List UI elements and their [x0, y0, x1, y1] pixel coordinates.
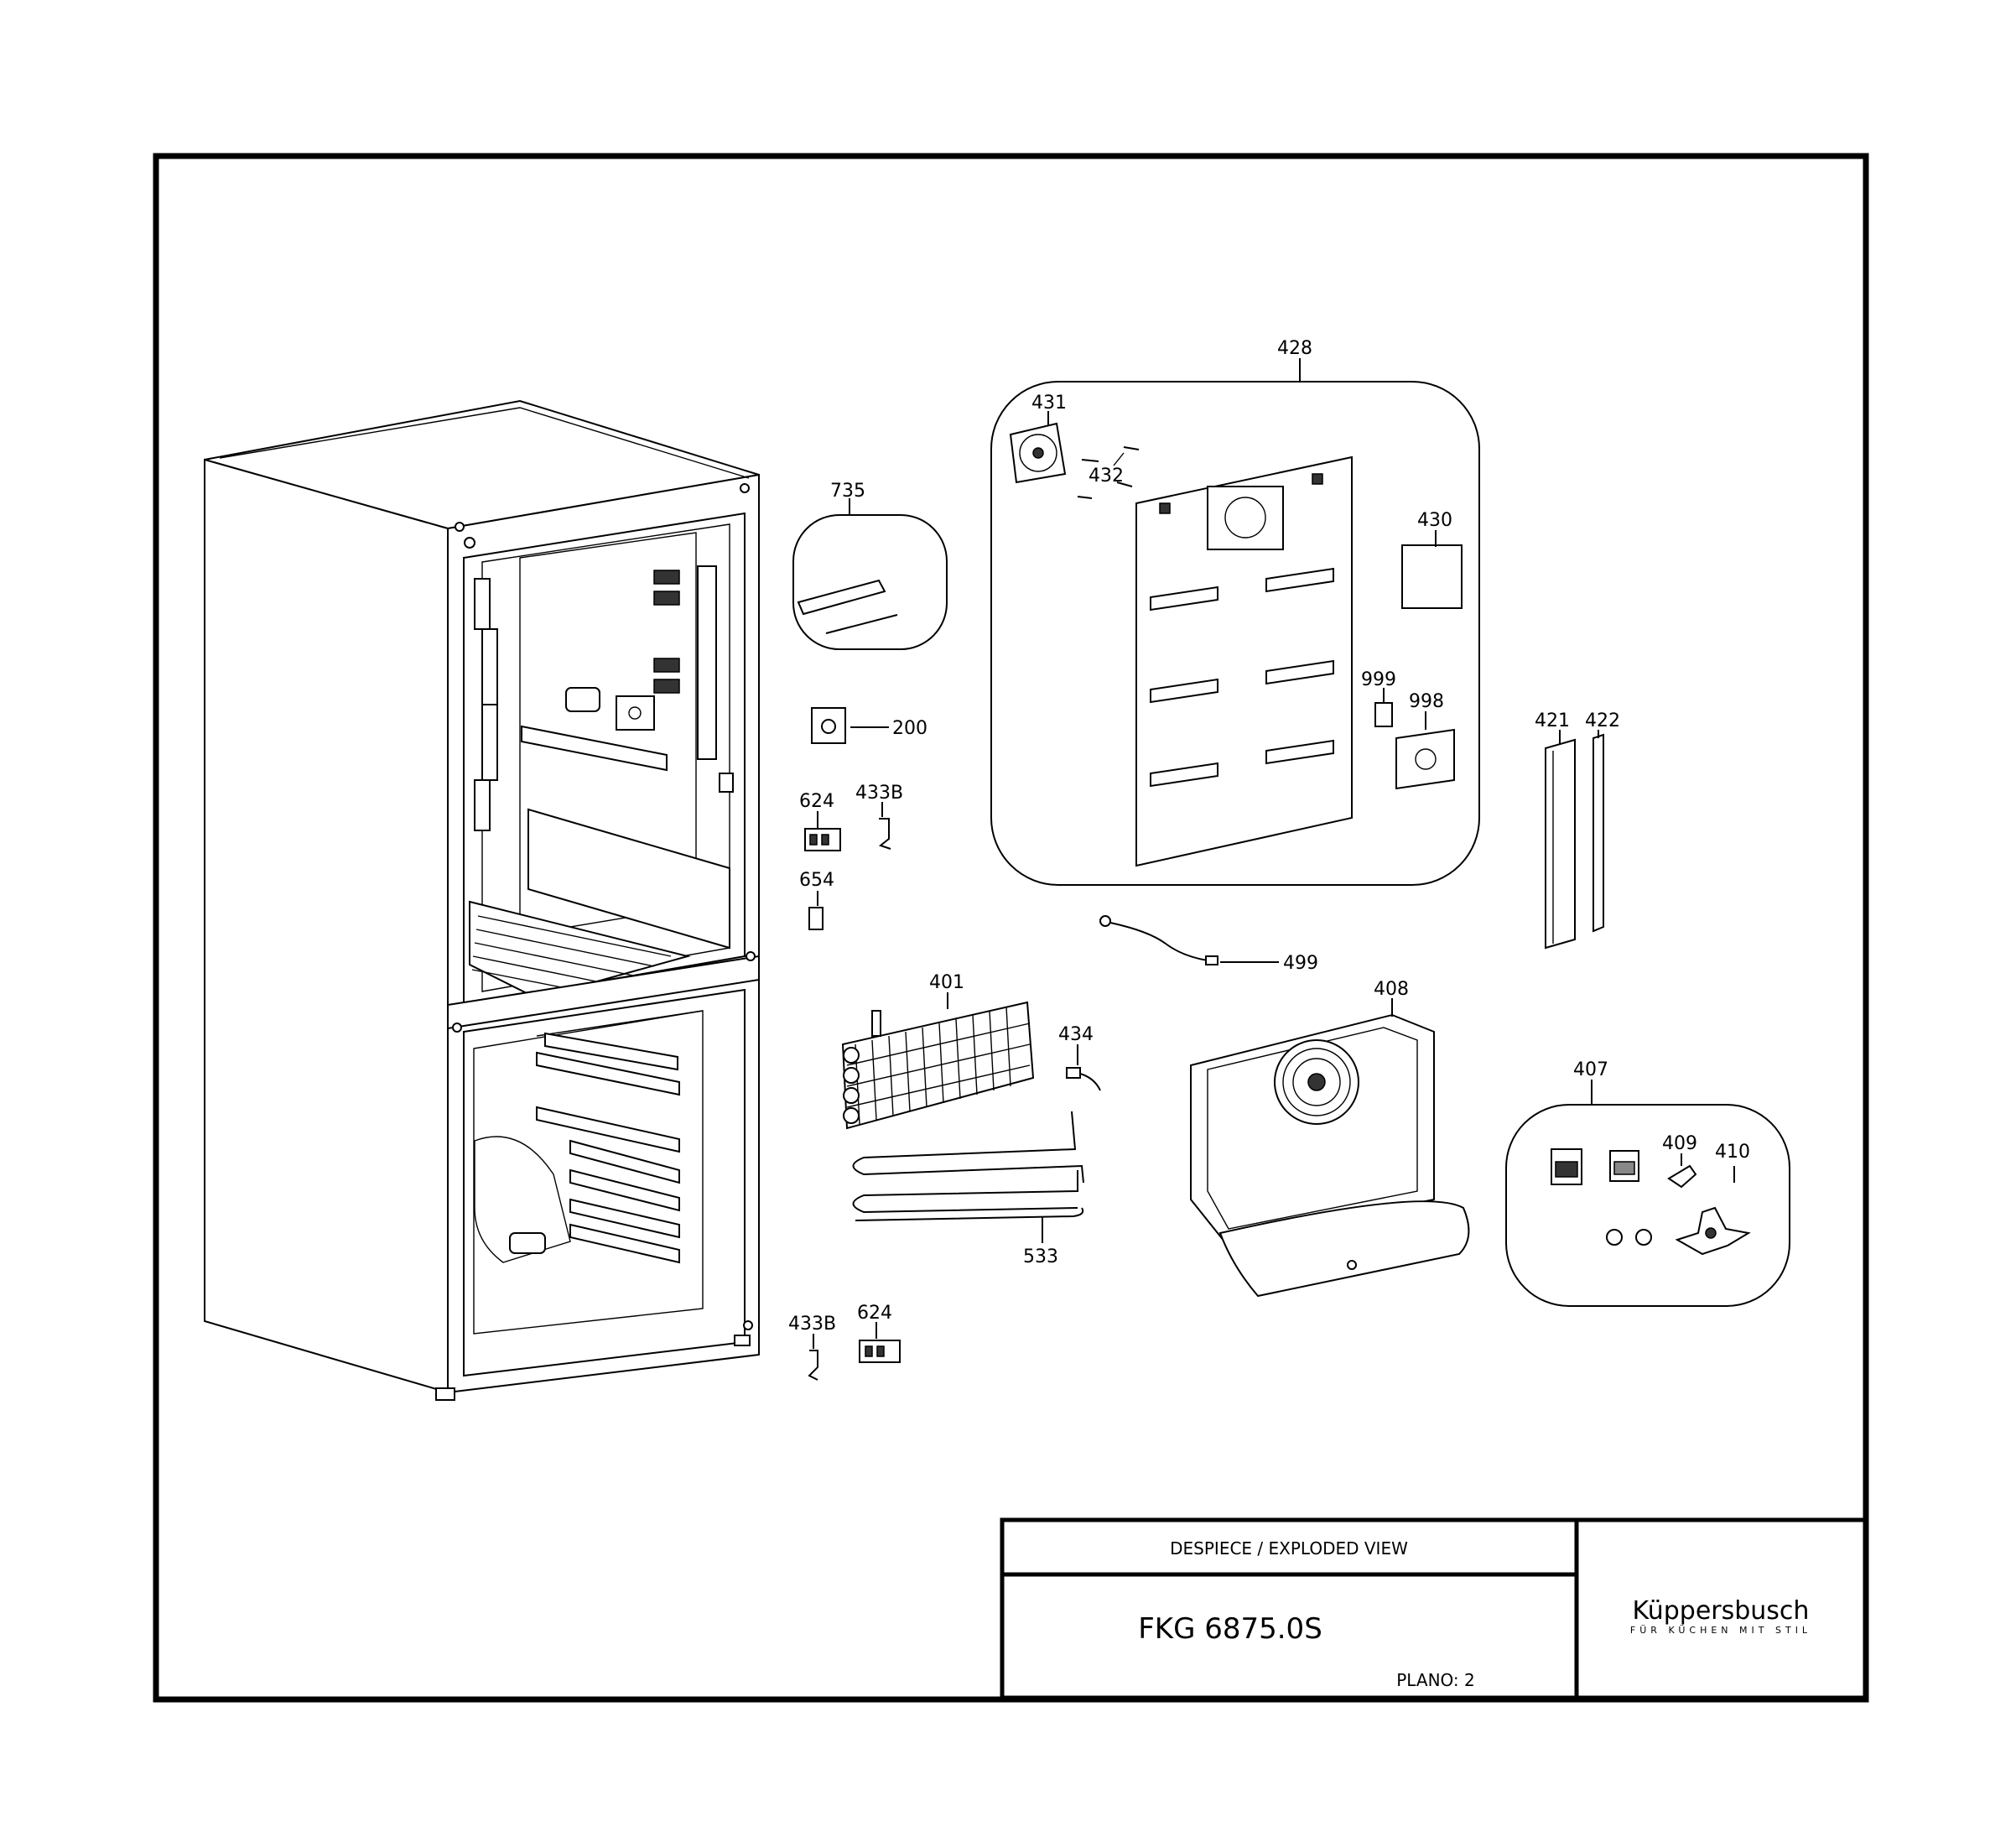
callout-407: 407	[1573, 1059, 1608, 1080]
callout-433b-upper: 433B	[855, 783, 903, 804]
callout-431: 431	[1031, 393, 1067, 414]
cable-499: 499	[1099, 915, 1318, 974]
callout-433b-lower: 433B	[788, 1314, 836, 1335]
callout-421: 421	[1535, 710, 1570, 731]
fan-housing-408: 408	[1190, 979, 1470, 1298]
heater-533: 533	[852, 1111, 1084, 1267]
callout-408: 408	[1374, 979, 1409, 1000]
refrigerator-cabinet	[204, 399, 760, 1401]
part-200: 200	[811, 707, 927, 744]
callout-432: 432	[1089, 466, 1124, 487]
brand-tagline: FÜR KÜCHEN MIT STIL	[1630, 1625, 1811, 1636]
title-block: DESPIECE / EXPLODED VIEW FKG 6875.0S PLA…	[1000, 1517, 1868, 1700]
part-433b-lower: 433B	[788, 1314, 836, 1381]
part-group-407: 407 409 410	[1505, 1059, 1790, 1307]
brand-logo: Küppersbusch	[1633, 1596, 1810, 1626]
part-434: 434	[1058, 1024, 1101, 1091]
part-433b-upper: 433B	[855, 783, 903, 850]
rear-panel	[1135, 455, 1353, 867]
callout-200: 200	[892, 718, 927, 739]
callout-409: 409	[1662, 1133, 1697, 1154]
title-block-plano: PLANO: 2	[1396, 1670, 1475, 1690]
evaporator-401: 401	[841, 972, 1035, 1130]
part-654: 654	[799, 870, 834, 930]
callout-624-upper: 624	[799, 791, 834, 812]
title-block-heading: DESPIECE / EXPLODED VIEW	[1170, 1538, 1408, 1559]
part-624-lower: 624	[857, 1303, 901, 1363]
parts-421-422: 421 422	[1535, 710, 1620, 950]
callout-428: 428	[1277, 338, 1312, 359]
callout-410: 410	[1715, 1142, 1750, 1163]
callout-422: 422	[1585, 710, 1620, 731]
callout-999: 999	[1361, 669, 1396, 690]
callout-401: 401	[929, 972, 964, 993]
callout-735: 735	[830, 481, 865, 502]
part-group-428: 428 431 432	[990, 338, 1480, 886]
callout-499: 499	[1283, 953, 1318, 974]
callout-654: 654	[799, 870, 834, 891]
callout-430: 430	[1417, 510, 1452, 531]
callout-998: 998	[1409, 691, 1444, 712]
callout-533: 533	[1023, 1246, 1058, 1267]
fan-431: 431	[1009, 393, 1067, 484]
callout-624-lower: 624	[857, 1303, 892, 1324]
part-624-upper: 624	[799, 791, 841, 851]
title-block-model: FKG 6875.0S	[1138, 1612, 1322, 1646]
part-group-735: 735	[792, 481, 948, 650]
screws-432: 432	[1077, 446, 1140, 499]
callout-434: 434	[1058, 1024, 1094, 1045]
